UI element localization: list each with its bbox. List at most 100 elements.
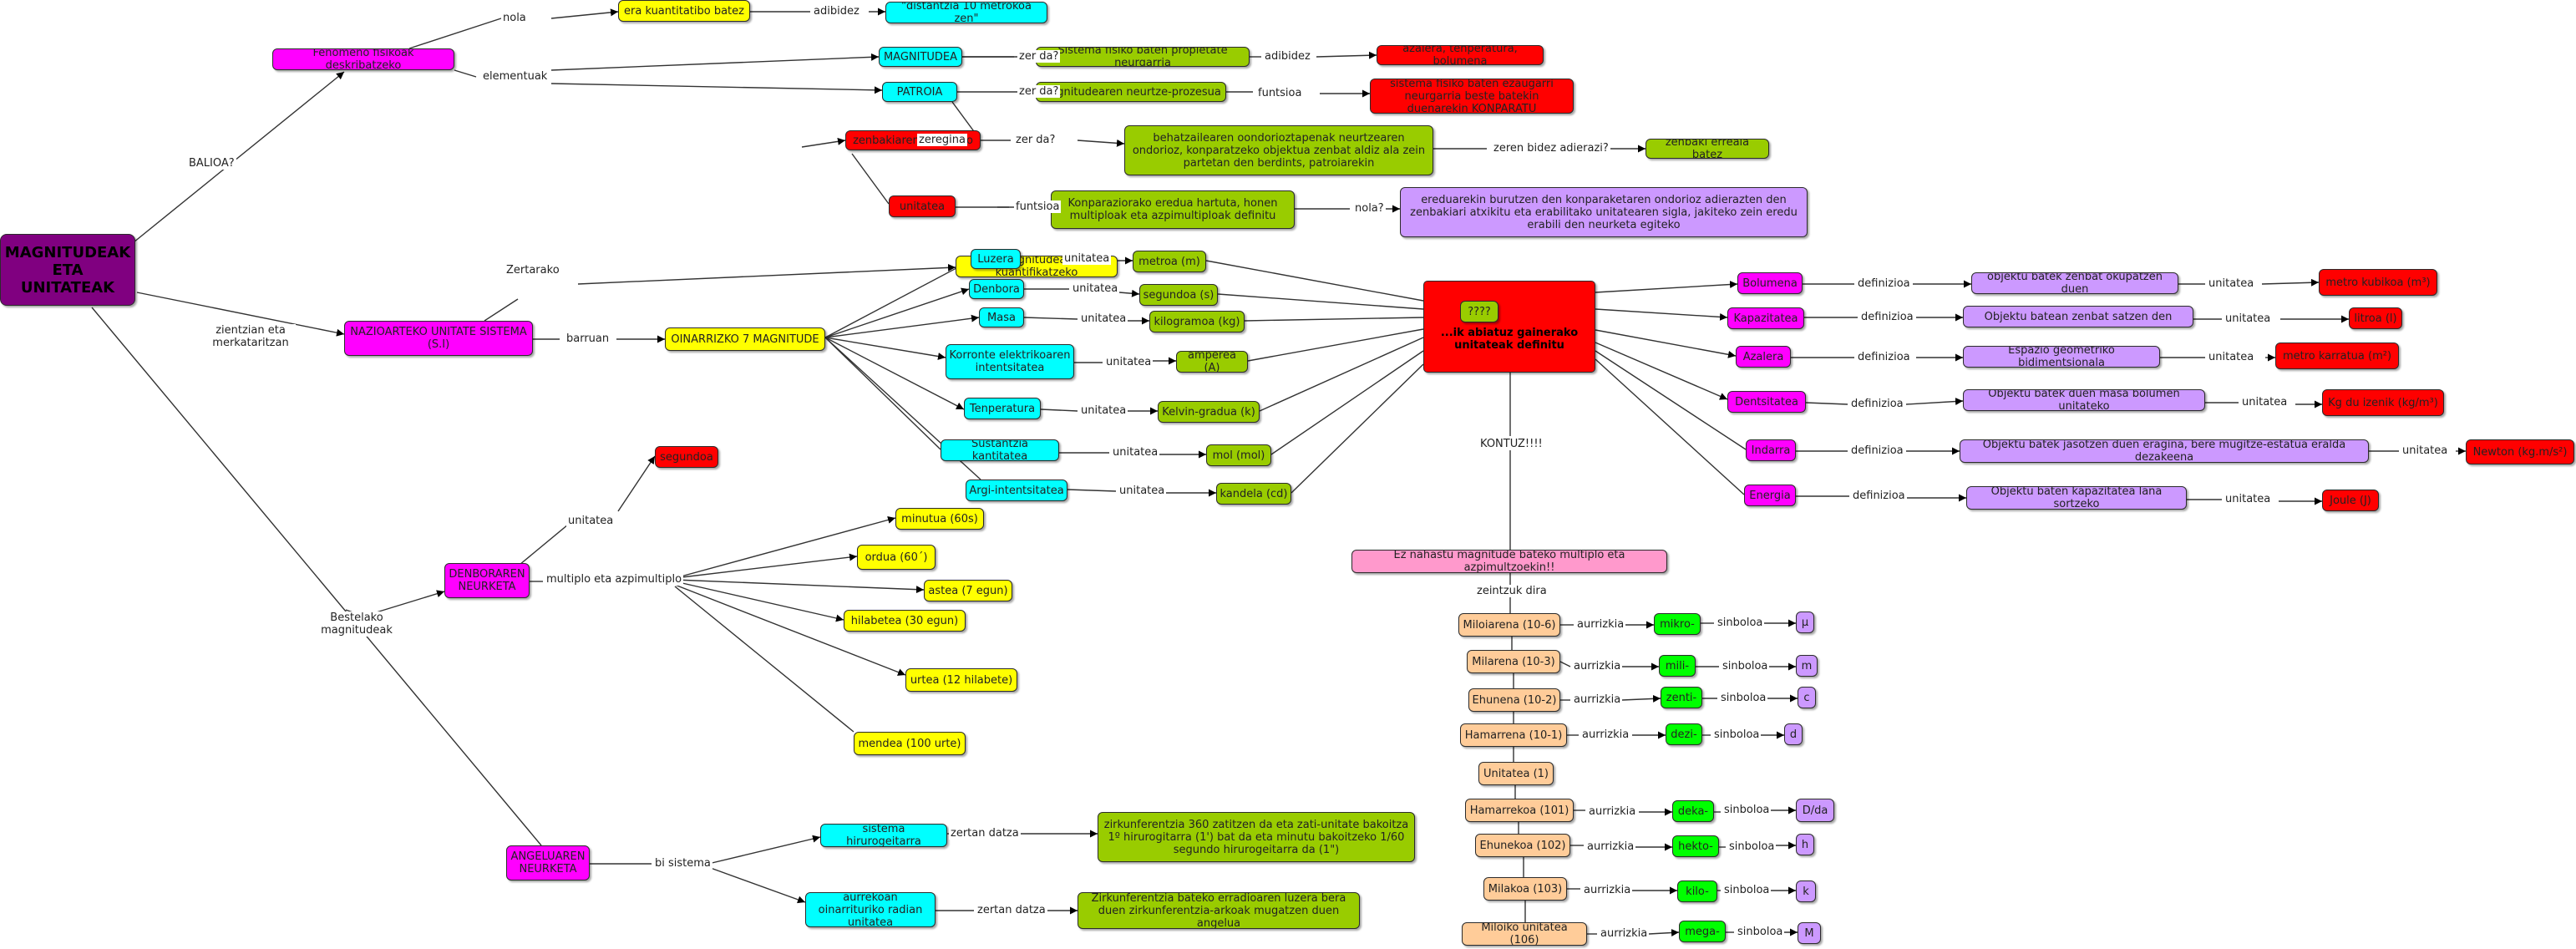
edge-label-unitatea-argi: unitatea: [1118, 485, 1167, 497]
node-mol: mol (mol): [1206, 444, 1271, 466]
edge-label-aurrizkia: aurrizkia: [1585, 840, 1636, 853]
edge-label-aurrizkia: aurrizkia: [1599, 927, 1650, 940]
node-oinarrizko-text: OINARRIZKO 7 MAGNITUDE: [671, 332, 819, 346]
connector-line: [674, 584, 906, 676]
node-p-hamarrena-text: Hamarrena (10-1): [1464, 728, 1563, 742]
node-astea: astea (7 egun): [924, 580, 1012, 601]
node-ereduarekin-text: ereduarekin burutzen den konparaketaren …: [1410, 193, 1798, 231]
node-hilabetea-text: hilabetea (30 egun): [850, 614, 959, 627]
edge-label-aurrizkia: aurrizkia: [1572, 660, 1623, 672]
node-hirurogeitarra-text: sistema hirurogeitarra: [846, 824, 921, 847]
connector-line: [1205, 260, 1424, 302]
node-energia-def-text: Objektu baten kapazitatea lana sortzeko: [1990, 486, 2163, 510]
node-luzera: Luzera: [971, 249, 1021, 269]
node-root: MAGNITUDEAK ETA UNITATEAK: [0, 234, 135, 306]
node-energia-unit-text: Joule (J): [2330, 494, 2371, 507]
node-p-ehunena: Ehunena (10-2): [1468, 688, 1560, 712]
node-kapazitatea-unit: litroa (l): [2349, 307, 2402, 329]
connector-line: [824, 337, 965, 410]
edge-label-nola2: nola?: [1353, 202, 1386, 215]
node-indarra-unit: Newton (kg.m/s²): [2466, 439, 2574, 464]
connector-line: [674, 586, 854, 733]
node-sustantzia: Sustantzia kantitatea: [941, 439, 1059, 461]
edge-label-unitatea-tenperatura: unitatea: [1079, 404, 1128, 417]
connector-line: [1559, 661, 1571, 667]
connector-line: [136, 292, 345, 337]
node-era-text: era kuantitatibo batez: [624, 4, 744, 18]
node-hilabetea: hilabetea (30 egun): [844, 610, 966, 632]
edge-label-aurrizkia: aurrizkia: [1582, 884, 1633, 896]
node-si-text: NAZIOARTEKO UNITATE SISTEMA (S.I): [350, 326, 527, 351]
connector-line: [1118, 289, 1140, 297]
node-root-text: MAGNITUDEAK ETA UNITATEAK: [4, 243, 131, 297]
edge-label-unitatea-sustantzia: unitatea: [1111, 446, 1160, 459]
edge-label-sinboloa: sinboloa: [1719, 692, 1768, 704]
connector-line: [1077, 139, 1125, 147]
connector-line: [550, 83, 883, 94]
node-segundoa-red: segundoa: [655, 446, 718, 468]
node-fenomeno-text: Fenomeno fisikoak deskribatzeko: [312, 48, 414, 70]
node-p-miloiarena-text: Miloiarena (10-6): [1463, 618, 1556, 632]
node-ordua: ordua (60´): [857, 545, 936, 570]
node-luzera-text: Luzera: [977, 252, 1014, 266]
connector-line: [617, 455, 656, 512]
node-s-mega: M: [1798, 922, 1821, 944]
node-x-hekto-text: hekto-: [1678, 840, 1713, 853]
node-p-ehunekoa: Ehunekoa (102): [1475, 834, 1570, 857]
edge-label-zertan-datza1: zertan datza: [949, 827, 1021, 840]
edge-label-unitatea-energia: unitatea: [2224, 493, 2273, 505]
connector-line: [674, 516, 896, 579]
node-x-kilo-text: kilo-: [1686, 885, 1709, 898]
connector-line: [707, 866, 806, 904]
node-segundoa-red-text: segundoa: [660, 450, 713, 464]
node-s-zenti-text: c: [1803, 691, 1810, 704]
node-energia-unit: Joule (J): [2322, 490, 2379, 511]
node-patroia: PATROIA: [882, 82, 957, 102]
edge-label-unitatea-azalera: unitatea: [2207, 351, 2256, 363]
node-unitatea-main: unitatea: [889, 195, 956, 217]
connector-line: [1595, 329, 1737, 358]
node-s-kilo: k: [1796, 880, 1816, 902]
node-angeluaren-text: ANGELUAREN NEURKETA: [510, 850, 586, 875]
edge-label-nola: nola: [501, 12, 528, 24]
node-argi: Argi-intentsitatea: [966, 480, 1067, 501]
node-s-mikro: µ: [1796, 612, 1814, 633]
edge-label-definizioa-energia: definizioa: [1851, 490, 1907, 502]
node-zenbaki-erreala-text: zenbaki erreala batez: [1665, 139, 1750, 159]
node-mendea: mendea (100 urte): [854, 732, 966, 755]
node-konparatu-text: sistema fisiko baten ezaugarri neurgarri…: [1390, 79, 1554, 114]
node-distantzia: "distantzia 10 metrokoa zen": [885, 2, 1047, 23]
edge-label-definizioa-dentsitatea: definizioa: [1849, 398, 1905, 410]
edge-label-aurrizkia: aurrizkia: [1587, 805, 1638, 818]
connector-line: [1621, 694, 1661, 703]
node-hub: ...ik abiatuz gainerako unitateak defini…: [1423, 281, 1595, 373]
node-s-mikro-text: µ: [1801, 616, 1809, 629]
edge-label-sinboloa: sinboloa: [1721, 660, 1770, 672]
node-amperea-text: amperea (A): [1188, 351, 1236, 373]
node-korrontea-text: Korronte elektrikoaren intentsitatea: [949, 349, 1071, 374]
node-sistema-fisiko-text: Sistema fisiko baten propietate neurgarr…: [1057, 47, 1228, 67]
node-p-miloiarena: Miloiarena (10-6): [1458, 613, 1560, 637]
node-p-unitatea-text: Unitatea (1): [1483, 767, 1549, 780]
connector-line: [133, 71, 345, 243]
connector-line: [454, 69, 477, 78]
connector-line: [951, 101, 976, 134]
node-azalera-list: azalera, tenperatura, bolumena: [1377, 45, 1544, 65]
node-tenperatura: Tenperatura: [964, 398, 1041, 419]
edge-label-zer-da3: zer da?: [1014, 134, 1057, 146]
edge-label-multiplo: multiplo eta azpimultiplo: [545, 573, 684, 586]
connector-line: [1247, 328, 1424, 362]
connector-line: [1595, 350, 1747, 450]
node-ez-nahastu: Ez nahastu magnitude bateko multiplo eta…: [1351, 550, 1667, 573]
node-ereduarekin: ereduarekin burutzen den konparaketaren …: [1400, 187, 1808, 237]
node-s-mega-text: M: [1804, 926, 1814, 940]
node-x-kilo: kilo-: [1677, 880, 1717, 902]
node-s-dezi-text: d: [1789, 728, 1798, 741]
node-bolumena-def: objektu batek zenbat okupatzen duen: [1971, 272, 2178, 294]
node-era: era kuantitatibo batez: [618, 0, 750, 22]
edge-label-balioa: BALIOA?: [187, 157, 236, 170]
node-energia: Energia: [1744, 485, 1796, 506]
node-tenperatura-text: Tenperatura: [969, 402, 1036, 415]
node-p-ehunena-text: Ehunena (10-2): [1472, 693, 1557, 707]
node-x-dezi: dezi-: [1666, 723, 1702, 745]
